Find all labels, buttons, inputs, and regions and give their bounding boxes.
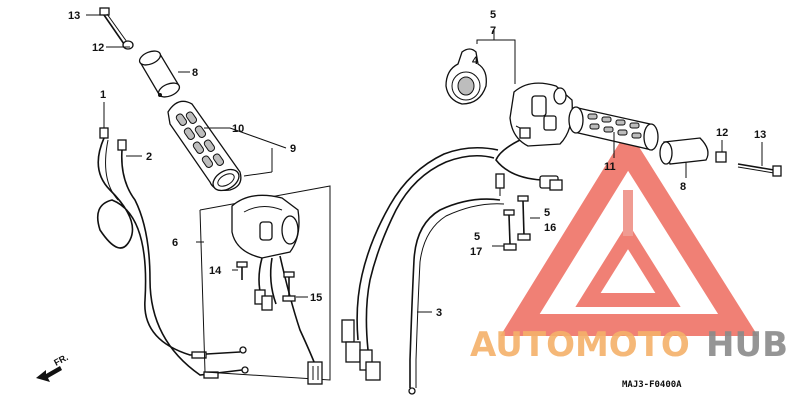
callout-12-right: 12	[716, 127, 728, 139]
watermark-text-part2: HUB	[706, 325, 788, 365]
callout-11: 11	[604, 161, 616, 173]
callout-2: 2	[146, 151, 152, 163]
callout-1: 1	[100, 89, 106, 101]
watermark-text: AUTOMOTO HUB	[470, 325, 788, 365]
cable-clamp	[495, 173, 505, 196]
watermark-triangle-inner	[575, 222, 681, 307]
screw-15	[282, 271, 308, 302]
front-direction-arrow	[36, 366, 62, 382]
right-bar-end-assembly	[659, 137, 782, 178]
callout-7: 7	[490, 25, 496, 37]
right-switch-housing	[495, 82, 573, 191]
watermark-logo	[500, 129, 758, 336]
bolt-13-right	[737, 163, 782, 177]
diagram-code: MAJ3-F0400A	[622, 380, 682, 390]
wire-harness	[341, 146, 499, 381]
bar-end-weight-8-right	[659, 137, 709, 165]
callout-8-right: 8	[680, 181, 686, 193]
bar-end-weight-8-left	[138, 50, 181, 98]
right-grip	[568, 106, 659, 158]
collar-12-right	[715, 151, 727, 163]
left-switch-group	[196, 185, 331, 385]
callout-5-mid: 5	[544, 207, 550, 219]
callout-16: 16	[544, 222, 556, 234]
callout-15: 15	[310, 292, 322, 304]
screw-17	[492, 209, 517, 251]
callout-8-left: 8	[192, 67, 198, 79]
left-grip	[167, 100, 287, 192]
callout-4: 4	[472, 55, 479, 67]
front-direction-label: FR.	[52, 352, 69, 368]
callout-6: 6	[172, 237, 178, 249]
throttle-pulley-4	[445, 48, 487, 105]
left-bar-end-assembly	[86, 7, 190, 98]
callout-13-left: 13	[68, 10, 80, 22]
screw-16	[517, 195, 540, 241]
callout-17: 17	[470, 246, 482, 258]
watermark-triangle-outer	[500, 129, 758, 336]
bolt-13-left	[99, 7, 128, 45]
callout-labels: 13 12 8 1 2 10 9 6 14 15 5 7 4 12 13 11 …	[68, 9, 766, 319]
callout-14: 14	[209, 265, 222, 277]
left-cables	[96, 102, 249, 379]
callout-9: 9	[290, 143, 296, 155]
watermark-text-part1: AUTOMOTO	[470, 325, 690, 365]
callout-12-left: 12	[92, 42, 104, 54]
screw-14	[232, 261, 248, 280]
callout-10: 10	[232, 123, 244, 135]
callout-5-low: 5	[474, 231, 480, 243]
throttle-cable-3	[408, 198, 505, 395]
callout-3: 3	[436, 307, 442, 319]
callout-13-right: 13	[754, 129, 766, 141]
callout-5-top: 5	[490, 9, 496, 21]
collar-12-left	[122, 40, 134, 50]
